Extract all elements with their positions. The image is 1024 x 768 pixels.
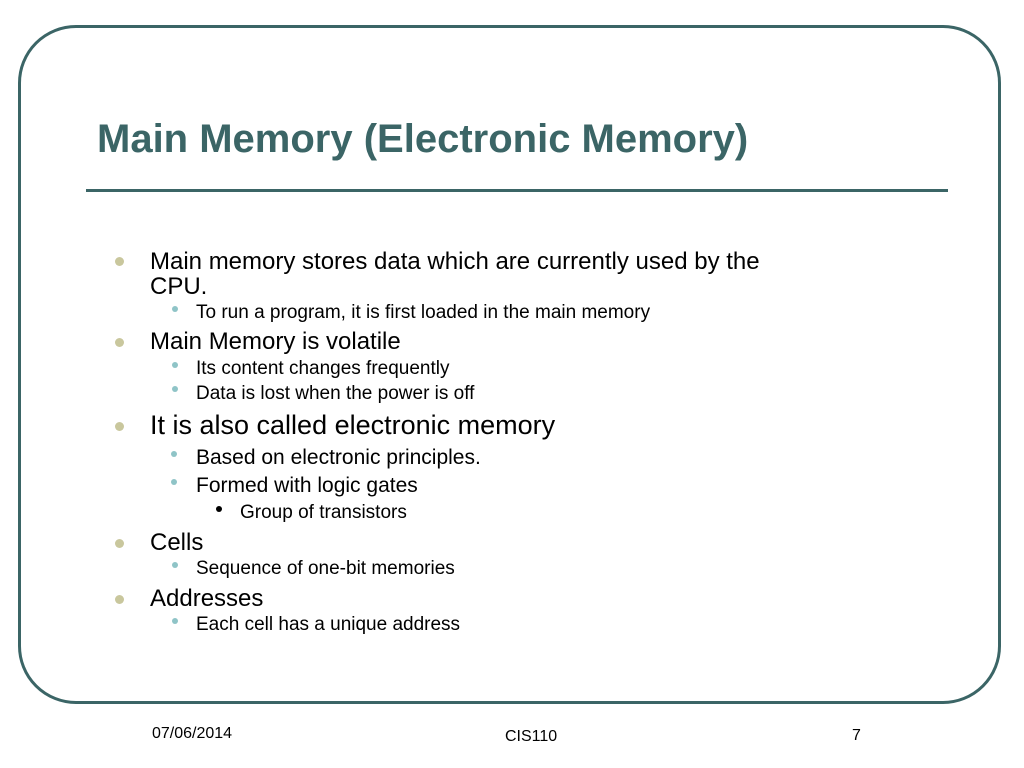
- slide-title: Main Memory (Electronic Memory): [97, 117, 749, 161]
- bullet-text: Main memory stores data which are curren…: [150, 248, 760, 275]
- title-divider: [86, 189, 948, 192]
- bullet-text: Addresses: [150, 585, 264, 612]
- bullet-level1-icon: [115, 338, 124, 347]
- bullet-level2-icon: [171, 479, 177, 485]
- bullet-level2-icon: [172, 386, 178, 392]
- bullet-level1-icon: [115, 595, 124, 604]
- bullet-level2-icon: [172, 306, 178, 312]
- bullet-text: It is also called electronic memory: [150, 410, 556, 440]
- sub-bullet-text: Each cell has a unique address: [196, 614, 461, 635]
- footer-page-number: 7: [852, 727, 861, 744]
- bullet-text: Cells: [150, 529, 204, 556]
- bullet-level1-icon: [115, 257, 124, 266]
- sub-bullet-text: Formed with logic gates: [196, 474, 418, 497]
- sub-bullet-text: Data is lost when the power is off: [196, 383, 475, 404]
- bullet-level2-icon: [172, 618, 178, 624]
- footer-date: 07/06/2014: [152, 725, 233, 742]
- footer-course: CIS110: [505, 728, 558, 745]
- bullet-level1-icon: [115, 539, 124, 548]
- bullet-level2-icon: [171, 451, 177, 457]
- bullet-level1-icon: [115, 422, 124, 431]
- sub-bullet-text: Based on electronic principles.: [196, 446, 481, 469]
- slide-frame: [18, 25, 1001, 704]
- sub-bullet-text: Its content changes frequently: [196, 358, 450, 379]
- sub-sub-bullet-text: Group of transistors: [240, 502, 407, 523]
- bullet-level2-icon: [172, 562, 178, 568]
- sub-bullet-text: Sequence of one-bit memories: [196, 558, 455, 579]
- bullet-level3-icon: [216, 506, 222, 512]
- bullet-text-continuation: CPU.: [150, 273, 208, 300]
- bullet-text: Main Memory is volatile: [150, 328, 401, 355]
- bullet-level2-icon: [172, 362, 178, 368]
- sub-bullet-text: To run a program, it is first loaded in …: [196, 302, 651, 323]
